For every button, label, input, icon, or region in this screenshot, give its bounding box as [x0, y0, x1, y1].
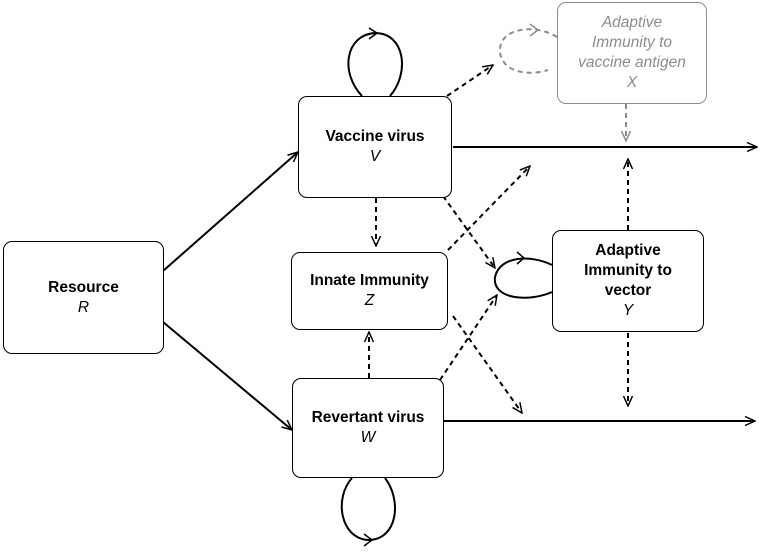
adaptive-vector-node: Adaptive Immunity to vector Y — [552, 230, 704, 332]
dashed-antigen-self-loop — [498, 28, 558, 74]
dashed-vaccine-to-antigen — [446, 65, 493, 97]
revertant-self-loop — [340, 477, 396, 542]
adaptive-vector-symbol: Y — [622, 302, 634, 319]
revertant-virus-node: Revertant virus W — [292, 378, 444, 478]
dashed-innate-to-vaccine-outflow — [447, 166, 530, 251]
adaptive-vector-title: Adaptive Immunity to vector — [584, 242, 672, 299]
dashed-innate-to-revertant-outflow — [452, 315, 522, 413]
arrow-resource-to-vaccine — [162, 152, 298, 272]
adaptive-antigen-node: Adaptive Immunity to vaccine antigen X — [557, 2, 707, 104]
vaccine-loop-arrowhead — [368, 27, 379, 40]
adaptive-vector-loop-arrowhead — [516, 251, 526, 265]
resource-title: Resource — [48, 278, 119, 296]
dashed-revertant-to-vector-immunity — [439, 295, 497, 381]
revertant-virus-symbol: W — [360, 429, 376, 446]
resource-symbol: R — [77, 298, 90, 316]
revertant-virus-title: Revertant virus — [311, 409, 425, 426]
adaptive-antigen-symbol: X — [626, 74, 638, 91]
vaccine-virus-symbol: V — [369, 148, 381, 165]
arrow-resource-to-revertant — [162, 321, 292, 430]
vaccine-virus-title: Vaccine virus — [325, 128, 425, 145]
revertant-loop-arrowhead — [363, 533, 374, 547]
resource-node: Resource R — [3, 241, 164, 354]
innate-immunity-node: Innate Immunity Z — [291, 252, 448, 330]
adaptive-vector-self-loop — [493, 257, 553, 299]
innate-immunity-title: Innate Immunity — [310, 272, 429, 289]
vaccine-virus-node: Vaccine virus V — [298, 96, 452, 198]
dashed-vaccine-to-vector-immunity — [442, 195, 495, 268]
adaptive-antigen-title: Adaptive Immunity to vaccine antigen — [578, 14, 686, 71]
antigen-loop-arrowhead — [529, 23, 540, 37]
vaccine-self-loop — [347, 31, 403, 97]
innate-immunity-symbol: Z — [364, 292, 375, 309]
